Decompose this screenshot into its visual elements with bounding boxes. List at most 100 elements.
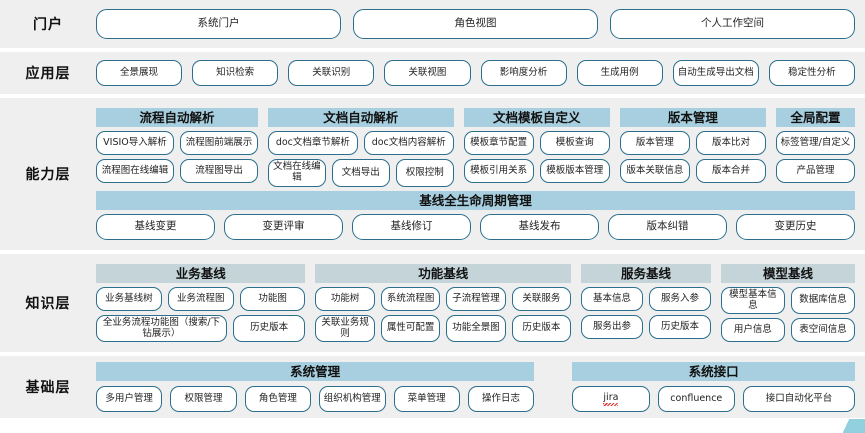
group-header: 业务基线	[96, 263, 306, 283]
knowledge-item[interactable]: 历史版本	[648, 314, 711, 339]
layer-body-3: 业务基线业务基线树业务流程图功能图全业务流程功能图（搜索/下钻展示）历史版本功能…	[96, 263, 855, 343]
knowledge-item[interactable]: 全业务流程功能图（搜索/下钻展示）	[96, 314, 227, 343]
base-item[interactable]: 多用户管理	[96, 386, 163, 412]
layer-0: 门户系统门户角色视图个人工作空间	[0, 0, 865, 48]
baseline-item-3[interactable]: 基线发布	[480, 213, 599, 240]
knowledge-item[interactable]: 模型基本信息	[720, 286, 785, 315]
capability-item[interactable]: 文档在线编辑	[267, 159, 326, 187]
knowledge-item[interactable]: 服务出参	[581, 314, 643, 339]
knowledge-item[interactable]: 服务入参	[648, 286, 711, 311]
app-item-3[interactable]: 关联视图	[384, 60, 471, 86]
knowledge-item[interactable]: 用户信息	[720, 318, 785, 343]
knowledge-item[interactable]: 业务流程图	[167, 286, 234, 311]
baseline-item-0[interactable]: 基线变更	[96, 213, 215, 240]
base-item[interactable]: 角色管理	[244, 386, 312, 412]
capability-row: 流程图在线编辑流程图导出	[96, 159, 258, 184]
knowledge-row: 模型基本信息数据库信息	[720, 286, 855, 315]
baseline-item-1[interactable]: 变更评审	[224, 213, 343, 240]
base-item[interactable]: 权限管理	[170, 386, 237, 412]
capability-item[interactable]: doc文档内容解析	[363, 131, 454, 156]
layer-label-3: 知识层	[25, 296, 71, 312]
knowledge-item[interactable]: 功能全景图	[446, 314, 506, 343]
knowledge-group-0: 业务基线业务基线树业务流程图功能图全业务流程功能图（搜索/下钻展示）历史版本	[96, 263, 306, 343]
base-item[interactable]: 菜单管理	[393, 386, 460, 412]
knowledge-item[interactable]: 数据库信息	[790, 286, 855, 315]
capability-item[interactable]: 流程图在线编辑	[96, 159, 174, 184]
base-row: jira confluence 接口自动化平台	[572, 386, 855, 412]
portal-item-1[interactable]: 角色视图	[353, 9, 598, 39]
base-row: 多用户管理权限管理角色管理组织机构管理菜单管理操作日志	[96, 386, 535, 412]
base-item[interactable]: jira	[572, 386, 650, 412]
knowledge-item[interactable]: 基本信息	[581, 286, 643, 311]
app-item-5[interactable]: 生成用例	[576, 60, 663, 86]
capability-row: 版本关联信息版本合并	[619, 159, 766, 184]
knowledge-item[interactable]: 关联业务规则	[315, 314, 375, 343]
knowledge-item[interactable]: 子流程管理	[446, 286, 506, 311]
capability-item[interactable]: doc文档章节解析	[267, 131, 358, 156]
baseline-item-2[interactable]: 基线修订	[352, 213, 471, 240]
capability-item[interactable]: 标签管理/自定义	[775, 131, 855, 156]
capability-item[interactable]: 文档导出	[331, 159, 390, 187]
capability-item[interactable]: 模板查询	[539, 131, 610, 156]
knowledge-item[interactable]: 系统流程图	[380, 286, 441, 311]
capability-item[interactable]: 版本比对	[695, 131, 766, 156]
app-item-1[interactable]: 知识检索	[192, 60, 279, 86]
portal-item-0[interactable]: 系统门户	[96, 9, 341, 39]
base-item[interactable]: 操作日志	[467, 386, 535, 412]
knowledge-item[interactable]: 历史版本	[511, 314, 572, 343]
knowledge-item[interactable]: 属性可配置	[380, 314, 441, 343]
base-item[interactable]: 接口自动化平台	[742, 386, 855, 412]
knowledge-item[interactable]: 功能图	[239, 286, 306, 311]
portal-item-2[interactable]: 个人工作空间	[610, 9, 855, 39]
capability-item[interactable]: 权限控制	[395, 159, 454, 187]
capability-item[interactable]: 模板引用关系	[463, 159, 534, 184]
capability-item[interactable]: 版本管理	[619, 131, 690, 156]
knowledge-row: 功能树系统流程图子流程管理关联服务	[315, 286, 572, 311]
capability-group-2: 文档模板自定义模板章节配置模板查询模板引用关系模板版本管理	[463, 108, 610, 186]
capability-row: VISIO导入解析流程图前端展示	[96, 131, 258, 156]
app-item-0[interactable]: 全景展现	[96, 60, 183, 86]
baseline-item-4[interactable]: 版本纠错	[608, 213, 727, 240]
capability-item[interactable]: 模板章节配置	[463, 131, 534, 156]
capability-item[interactable]: 流程图导出	[179, 159, 258, 184]
capability-group-3: 版本管理版本管理版本比对版本关联信息版本合并	[619, 108, 766, 186]
knowledge-row: 基本信息服务入参	[581, 286, 711, 311]
app-item-2[interactable]: 关联识别	[288, 60, 375, 86]
group-header: 模型基线	[720, 263, 855, 283]
capability-item[interactable]: 模板版本管理	[539, 159, 610, 184]
app-item-6[interactable]: 自动生成导出文档	[672, 60, 759, 86]
knowledge-item[interactable]: 功能树	[315, 286, 375, 311]
knowledge-item[interactable]: 关联服务	[511, 286, 572, 311]
portal-items: 系统门户角色视图个人工作空间	[96, 9, 855, 39]
capability-item[interactable]: 产品管理	[775, 159, 855, 184]
knowledge-group-1: 功能基线功能树系统流程图子流程管理关联服务关联业务规则属性可配置功能全景图历史版…	[315, 263, 572, 343]
layer-label-1: 应用层	[25, 66, 71, 82]
knowledge-item[interactable]: 历史版本	[232, 314, 306, 343]
base-item[interactable]: 组织机构管理	[319, 386, 386, 412]
baseline-item-5[interactable]: 变更历史	[736, 213, 855, 240]
app-item-4[interactable]: 影响度分析	[480, 60, 567, 86]
group-header: 系统接口	[572, 362, 855, 381]
knowledge-row: 用户信息表空间信息	[720, 318, 855, 343]
capability-item[interactable]: 流程图前端展示	[179, 131, 258, 156]
base-item[interactable]: confluence	[657, 386, 735, 412]
knowledge-group-3: 模型基线模型基本信息数据库信息用户信息表空间信息	[720, 263, 855, 343]
capability-group-4: 全局配置标签管理/自定义产品管理	[775, 108, 855, 186]
capability-item[interactable]: 版本合并	[695, 159, 766, 184]
app-item-7[interactable]: 稳定性分析	[768, 60, 855, 86]
capability-item[interactable]: VISIO导入解析	[96, 131, 174, 156]
knowledge-row: 服务出参历史版本	[581, 314, 711, 339]
layer-body-0: 系统门户角色视图个人工作空间	[96, 9, 855, 39]
knowledge-item[interactable]: 表空间信息	[790, 318, 855, 343]
capability-row: 模板引用关系模板版本管理	[463, 159, 610, 184]
knowledge-item[interactable]: 业务基线树	[96, 286, 162, 311]
capability-item[interactable]: 版本关联信息	[619, 159, 690, 184]
group-header: 系统管理	[96, 362, 535, 381]
knowledge-row: 全业务流程功能图（搜索/下钻展示）历史版本	[96, 314, 306, 343]
